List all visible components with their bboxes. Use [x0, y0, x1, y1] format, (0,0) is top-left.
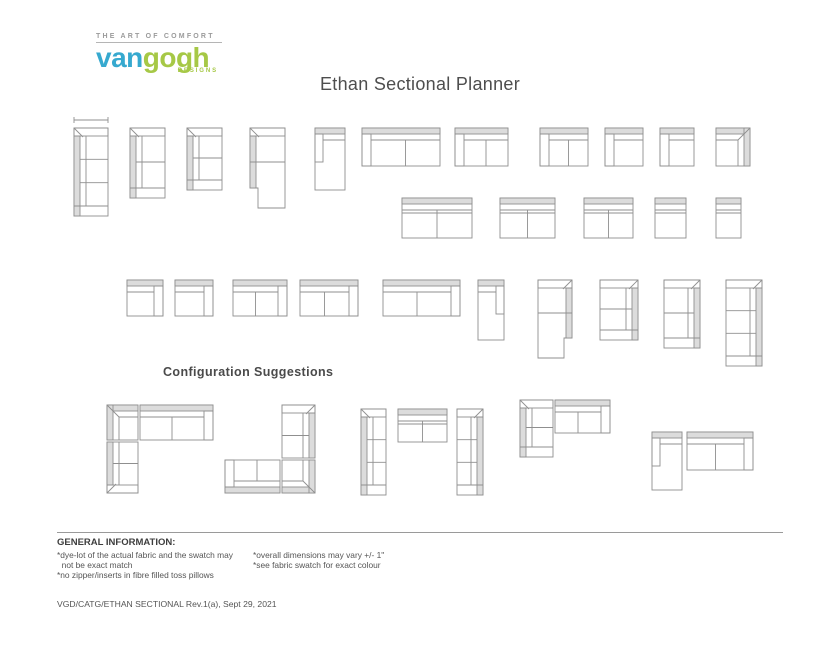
divider-rule — [57, 532, 783, 533]
piece-laf-one-arm-sofa-return — [73, 127, 109, 217]
piece-config-b-raf-love-seat — [224, 459, 281, 494]
info-line: *no zipper/inserts in fibre filled toss … — [57, 570, 214, 580]
piece-config-c-armless-love-seat — [397, 408, 448, 443]
piece-config-b-laf-love-seat — [281, 404, 316, 459]
piece-raf-one-arm-chair-half — [174, 279, 214, 317]
general-information-heading: GENERAL INFORMATION: — [57, 537, 176, 548]
piece-config-a-corner — [106, 404, 139, 441]
logo-brand: vangogh — [96, 44, 226, 72]
dimension — [73, 117, 109, 123]
piece-config-e-lhf-chaise — [651, 431, 683, 491]
piece-laf-one-arm-love-seat — [539, 127, 589, 167]
page-title: Ethan Sectional Planner — [319, 74, 521, 94]
piece-laf-one-arm-sofa — [361, 127, 441, 167]
piece-raf-one-arm-love-seat — [232, 279, 288, 317]
piece-laf-one-arm-chair — [659, 127, 695, 167]
piece-config-d-laf-loveseat-return — [519, 399, 554, 458]
piece-raf-one-arm-condo-sofa-return — [663, 279, 701, 349]
info-line: *overall dimensions may vary +/- 1" — [253, 550, 385, 560]
piece-armless-love-seat — [583, 197, 634, 239]
info-line: *see fabric swatch for exact colour — [253, 560, 381, 570]
piece-config-a-laf-loveseat — [106, 441, 139, 494]
vangogh-logo: THE ART OF COMFORT vangogh DESIGNS — [96, 33, 226, 74]
general-information-col1: *dye-lot of the actual fabric and the sw… — [57, 550, 233, 580]
logo-designs: DESIGNS — [177, 68, 218, 74]
document-revision-footer: VGD/CATG/ETHAN SECTIONAL Rev.1(a), Sept … — [57, 599, 277, 609]
piece-corner — [715, 127, 751, 167]
piece-raf-one-arm-love-seat-return — [599, 279, 639, 341]
piece-raf-one-arm-sofa-return — [725, 279, 763, 367]
piece-armless-chair-half — [654, 197, 687, 239]
piece-laf-one-arm-chair-half — [604, 127, 644, 167]
piece-config-b-corner — [281, 459, 316, 494]
piece-rhf-end-chaise — [537, 279, 573, 359]
piece-lhf-end-chaise — [249, 127, 286, 209]
general-information-col2: *overall dimensions may vary +/- 1" *see… — [253, 550, 384, 570]
piece-rhf-chaise — [477, 279, 505, 341]
piece-config-e-raf-condo-sofa — [686, 431, 754, 471]
piece-laf-one-arm-love-seat-return — [186, 127, 223, 191]
logo-gogh: gogh — [142, 42, 210, 73]
logo-van: van — [96, 42, 143, 73]
piece-armless-condo-sofa — [499, 197, 556, 239]
piece-raf-one-arm-chair — [126, 279, 164, 317]
piece-config-d-raf-love-seat — [554, 399, 611, 434]
piece-config-c-raf-sofa-return — [456, 408, 484, 496]
piece-config-c-laf-sofa-return — [360, 408, 387, 496]
piece-raf-one-arm-condo-sofa — [299, 279, 359, 317]
info-line: *dye-lot of the actual fabric and the sw… — [57, 550, 233, 560]
piece-lhf-chaise — [314, 127, 346, 191]
piece-armless-sofa — [401, 197, 473, 239]
logo-tagline: THE ART OF COMFORT — [96, 33, 222, 43]
piece-armless-chair — [715, 197, 742, 239]
configuration-suggestions-heading: Configuration Suggestions — [163, 365, 334, 379]
piece-raf-one-arm-sofa — [382, 279, 461, 317]
piece-laf-one-arm-condo-sofa-return — [129, 127, 166, 199]
info-line: not be exact match — [57, 560, 133, 570]
piece-laf-one-arm-condo-sofa — [454, 127, 509, 167]
piece-config-a-raf-sofa — [139, 404, 214, 441]
